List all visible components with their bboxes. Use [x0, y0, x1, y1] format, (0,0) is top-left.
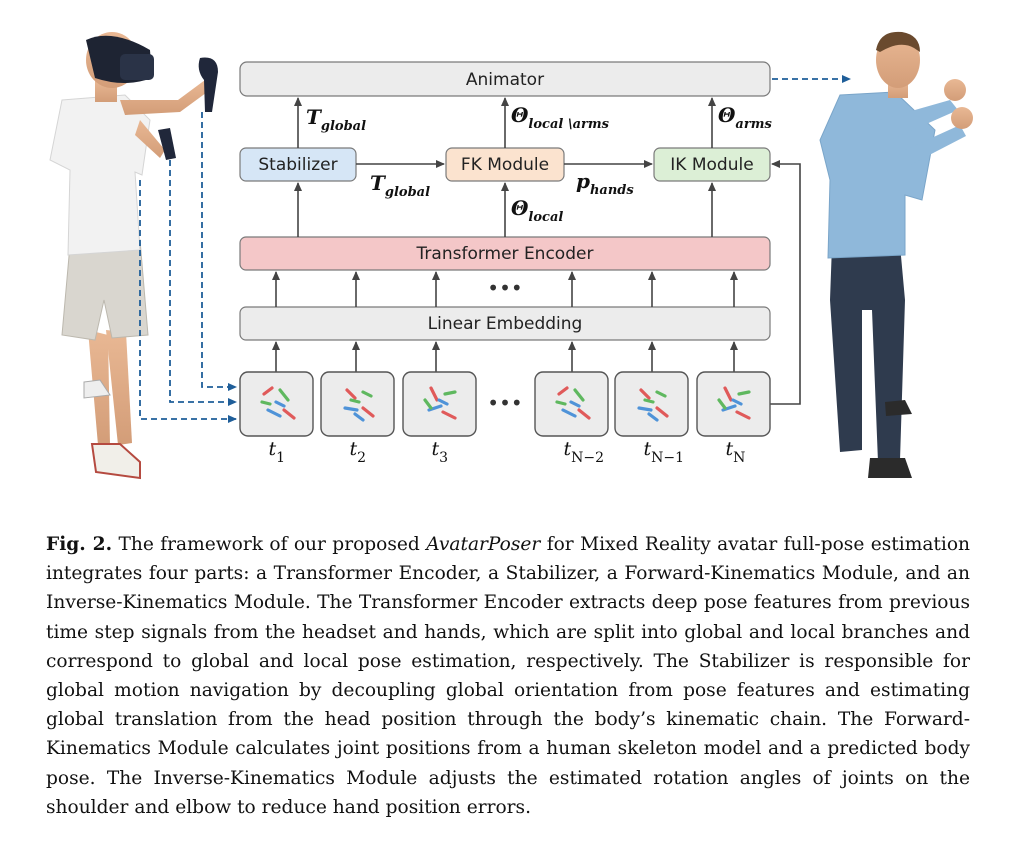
theta-local-label: Θlocal	[511, 196, 563, 225]
time-step-label: tN−2	[564, 438, 605, 466]
skeleton-bone	[647, 412, 659, 422]
t-global-mid-label: Tglobal	[370, 171, 430, 200]
transformer-encoder-label: Transformer Encoder	[416, 244, 594, 264]
skeleton-bone	[266, 408, 282, 418]
avatar-render	[819, 31, 973, 478]
stabilizer-box: Stabilizer	[239, 147, 357, 182]
caption-lead: The framework of our proposed	[118, 534, 420, 555]
input-ellipsis: •••	[487, 391, 522, 415]
skeleton-bone	[555, 400, 567, 406]
skeleton-bone	[737, 390, 751, 396]
skeleton-bone	[639, 388, 651, 400]
skeleton-bone	[643, 398, 655, 404]
fk-module-label: FK Module	[461, 155, 549, 175]
skeleton-bone	[349, 398, 361, 404]
time-step-box	[696, 371, 771, 437]
skeleton-bone	[561, 408, 577, 418]
p-hands-label: phands	[576, 169, 634, 198]
skeleton-bone	[577, 408, 591, 420]
layer-ellipsis: •••	[487, 276, 522, 300]
figure-number: Fig. 2.	[46, 534, 113, 555]
skeleton-bone	[361, 390, 373, 398]
t-global-top-label: Tglobal	[306, 105, 366, 134]
figure-caption: Fig. 2. The framework of our proposed Av…	[46, 530, 970, 822]
time-step-box	[320, 371, 395, 437]
fk-module-box: FK Module	[445, 147, 565, 182]
time-step-label: t3	[432, 438, 449, 466]
method-name: AvatarPoser	[426, 534, 541, 555]
skeleton-bone	[655, 406, 669, 418]
vr-user-photo	[49, 32, 218, 480]
skeleton-bone	[361, 406, 375, 418]
skeleton-bone	[343, 406, 359, 412]
linear-embedding-box: Linear Embedding	[239, 306, 771, 341]
skeleton-bone	[443, 390, 457, 396]
time-step-label: t2	[350, 438, 367, 466]
time-step-box	[614, 371, 689, 437]
skeleton-bone	[723, 386, 733, 402]
theta-local-arms-label: Θlocal \arms	[511, 103, 610, 132]
skeleton-bone	[345, 388, 357, 400]
input-signal-arrows	[139, 75, 851, 423]
skeleton-bone	[557, 386, 569, 396]
ik-module-box: IK Module	[653, 147, 771, 182]
skeleton-bone	[717, 398, 727, 410]
linear-embedding-label: Linear Embedding	[428, 314, 583, 334]
skeleton-bone	[637, 406, 653, 412]
skeleton-bone	[441, 410, 457, 420]
skeleton-bone	[423, 398, 433, 410]
animator-box: Animator	[239, 61, 771, 97]
transformer-encoder-box: Transformer Encoder	[239, 236, 771, 271]
input-time-steps: t1 t2 t3 tN−2 tN−1 tN	[239, 371, 771, 466]
skeleton-bone	[437, 398, 449, 406]
animator-label: Animator	[466, 70, 544, 90]
skeleton-bone	[569, 400, 581, 408]
time-step-label: t1	[269, 438, 286, 466]
skeleton-bone	[274, 400, 286, 408]
skeleton-bone	[731, 398, 743, 406]
framework-diagram: Animator Stabilizer FK Module IK Module …	[49, 31, 973, 480]
skeleton-bone	[262, 386, 274, 396]
ik-module-label: IK Module	[670, 155, 753, 175]
time-step-label: tN	[726, 438, 746, 466]
skeleton-bone	[353, 412, 365, 422]
theta-arms-label: Θarms	[718, 103, 772, 132]
skeleton-bone	[735, 410, 751, 420]
skeleton-bone	[278, 388, 290, 402]
skeleton-bone	[429, 386, 439, 402]
caption-body: for Mixed Reality avatar full-pose estim…	[46, 534, 970, 818]
time-step-box	[402, 371, 477, 437]
skeleton-bone	[655, 390, 667, 398]
skeleton-bone	[282, 408, 296, 420]
skeleton-bone	[260, 400, 272, 406]
flow-arrows	[272, 97, 801, 405]
stabilizer-label: Stabilizer	[258, 155, 337, 175]
skeleton-bone	[573, 388, 585, 402]
time-step-label: tN−1	[644, 438, 685, 466]
